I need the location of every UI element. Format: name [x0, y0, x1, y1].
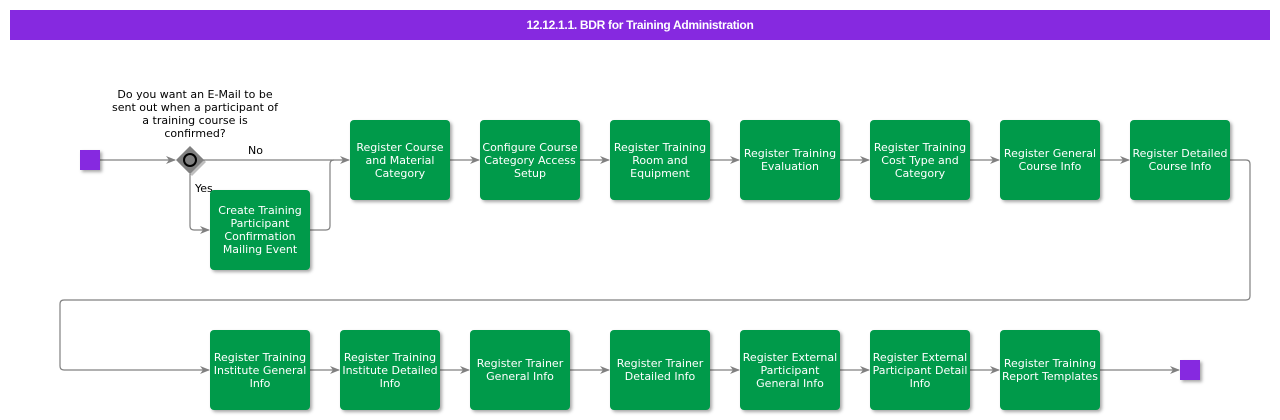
task-row2[interactable]: Register Training Institute General Info: [210, 330, 310, 410]
task-row1[interactable]: Register General Course Info: [1000, 120, 1100, 200]
task-row1[interactable]: Register Training Room and Equipment: [610, 120, 710, 200]
end-event[interactable]: [1180, 360, 1200, 380]
task-row2[interactable]: Register Training Institute Detailed Inf…: [340, 330, 440, 410]
task-row2[interactable]: Register Trainer Detailed Info: [610, 330, 710, 410]
connector-wrap: [59, 159, 1251, 374]
connector-merge: [310, 159, 335, 231]
task-row2[interactable]: Register Training Report Templates: [1000, 330, 1100, 410]
exclusive-gateway-circle-icon: [183, 153, 197, 167]
gateway-no-label: No: [248, 144, 263, 157]
task-row1[interactable]: Configure Course Category Access Setup: [480, 120, 580, 200]
task-row2[interactable]: Register External Participant General In…: [740, 330, 840, 410]
task-row1[interactable]: Register Detailed Course Info: [1130, 120, 1230, 200]
task-row2[interactable]: Register External Participant Detail Inf…: [870, 330, 970, 410]
task-row1[interactable]: Register Course and Material Category: [350, 120, 450, 200]
start-event[interactable]: [80, 150, 100, 170]
task-row2[interactable]: Register Trainer General Info: [470, 330, 570, 410]
connector-yes: [189, 174, 210, 234]
task-row1[interactable]: Register Training Cost Type and Category: [870, 120, 970, 200]
task-row1[interactable]: Register Training Evaluation: [740, 120, 840, 200]
exclusive-gateway[interactable]: [176, 146, 206, 176]
gateway-yes-label: Yes: [195, 182, 213, 195]
gateway-question: Do you want an E-Mail to be sent out whe…: [111, 88, 279, 140]
diagram-title: 12.12.1.1. BDR for Training Administrati…: [10, 10, 1270, 40]
task-create-confirmation-mailing[interactable]: Create Training Participant Confirmation…: [210, 190, 310, 270]
